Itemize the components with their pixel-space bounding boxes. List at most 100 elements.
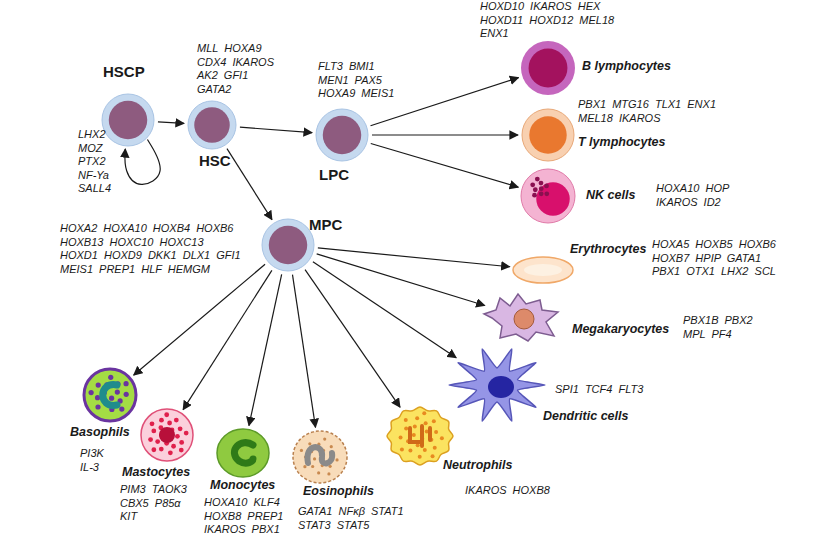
cell-membrane: [522, 109, 574, 161]
cell-name: NK cells: [586, 188, 635, 202]
granule: [544, 191, 549, 196]
granule: [184, 431, 189, 436]
gene-list: IKAROS HOXB8: [465, 484, 565, 498]
granule: [159, 418, 164, 423]
granule: [174, 418, 179, 423]
cell-illustration: [101, 93, 155, 147]
cell-name: Monocytes: [210, 478, 275, 492]
granule: [544, 184, 549, 189]
cell-name: Basophils: [70, 425, 130, 439]
cell-nucleus: [410, 426, 430, 446]
granule: [418, 455, 422, 459]
granule: [178, 426, 183, 431]
cell-membrane: [262, 219, 314, 271]
granule: [300, 449, 303, 452]
granule: [313, 457, 316, 460]
granule: [400, 448, 404, 452]
cell-membrane: [521, 169, 575, 223]
granule: [422, 411, 426, 415]
cell-node: Dendritic cellsSPI1 TCF4 FLT3: [447, 345, 547, 425]
granule: [96, 382, 101, 387]
granule: [108, 375, 113, 380]
cell-nucleus: [307, 447, 332, 463]
cell-name: MPC: [309, 216, 342, 233]
granule: [323, 437, 326, 440]
cell-name: HSCP: [103, 63, 145, 80]
granule: [532, 193, 537, 198]
gene-list: HOXA5 HOXB5 HOXB6 HOXB7 HPIP GATA1 PBX1 …: [652, 238, 780, 279]
cell-node: NeutrophilsIKAROS HOXB8: [385, 405, 455, 467]
cell-nucleus: [514, 309, 534, 329]
granule: [330, 445, 333, 448]
cell-nucleus: [109, 101, 147, 139]
cell-illustration: [140, 408, 194, 462]
lineage-arrow: [372, 134, 518, 135]
granule: [168, 450, 173, 455]
granule: [303, 465, 306, 468]
cell-node: BasophilsPI3K IL-3: [82, 367, 138, 423]
lineage-arrow: [371, 78, 519, 126]
cell-nucleus: [488, 376, 514, 398]
cell-membrane: [484, 294, 558, 341]
gene-list: PBX1 MTG16 TLX1 ENX1 MEL18 IKAROS: [578, 98, 718, 125]
lineage-arrow: [183, 270, 272, 409]
cell-node: T lymphocytesPBX1 MTG16 TLX1 ENX1 MEL18 …: [521, 108, 575, 162]
cell-membrane: [449, 349, 545, 421]
gene-list: PI3K IL-3: [80, 447, 120, 474]
cell-illustration: [82, 367, 138, 423]
granule: [413, 424, 417, 428]
cell-illustration: [447, 345, 547, 425]
lineage-arrow: [240, 127, 312, 133]
gene-list: PBX1B PBX2 MPL PF4: [683, 314, 765, 341]
cell-nucleus: [529, 49, 568, 88]
granule: [530, 182, 535, 187]
cell-illustration: [484, 292, 560, 342]
gene-list: FLT3 BMI1 MEN1 PAX5 HOXA9 MEIS1: [318, 60, 404, 101]
granule: [159, 447, 164, 452]
cell-nucleus: [536, 182, 569, 215]
granule: [440, 436, 444, 440]
gene-list: GATA1 NFκβ STAT1 STAT3 STAT5: [298, 505, 404, 532]
granule: [148, 437, 153, 442]
cell-membrane: [293, 431, 347, 483]
lineage-arrow: [318, 248, 510, 267]
cell-membrane: [102, 94, 154, 146]
granule: [404, 426, 408, 430]
cell-name: Erythrocytes: [570, 242, 646, 256]
cell-membrane: [387, 407, 453, 465]
cell-node: ErythrocytesHOXA5 HOXB5 HOXB6 HOXB7 HPIP…: [512, 256, 574, 284]
granule: [95, 404, 100, 409]
cell-nucleus: [159, 427, 175, 443]
granule: [399, 435, 403, 439]
granule: [311, 465, 314, 468]
cell-nucleus: [269, 226, 307, 264]
granule: [119, 406, 124, 411]
cell-nucleus: [103, 385, 117, 406]
granule: [151, 429, 156, 434]
granule: [164, 412, 169, 417]
granule: [167, 421, 172, 426]
cell-membrane: [141, 409, 193, 461]
cell-membrane: [513, 257, 573, 283]
granule: [433, 446, 437, 450]
cell-membrane: [217, 429, 269, 477]
gene-list: HOXA10 HOP IKAROS ID2: [656, 182, 738, 209]
cell-membrane: [188, 101, 236, 149]
cell-node: HSCMLL HOXA9 CDX4 IKAROS AK2 GFI1 GATA2: [187, 100, 237, 150]
lineage-arrow: [292, 275, 315, 428]
cell-illustration: [315, 108, 369, 162]
cell-illustration: [216, 428, 270, 478]
cell-nucleus: [529, 116, 566, 153]
gene-list: HOXA10 KLF4 HOXB8 PREP1 IKAROS PBX1: [204, 496, 292, 537]
granule: [175, 434, 180, 439]
cell-name: Dendritic cells: [543, 409, 628, 423]
cell-name: Neutrophils: [443, 458, 512, 472]
granule: [115, 389, 120, 394]
granule: [412, 433, 416, 437]
cell-node: LPCFLT3 BMI1 MEN1 PAX5 HOXA9 MEIS1: [315, 108, 369, 162]
granule: [317, 471, 320, 474]
granule: [533, 187, 538, 192]
granule: [434, 430, 438, 434]
granule: [431, 454, 435, 458]
